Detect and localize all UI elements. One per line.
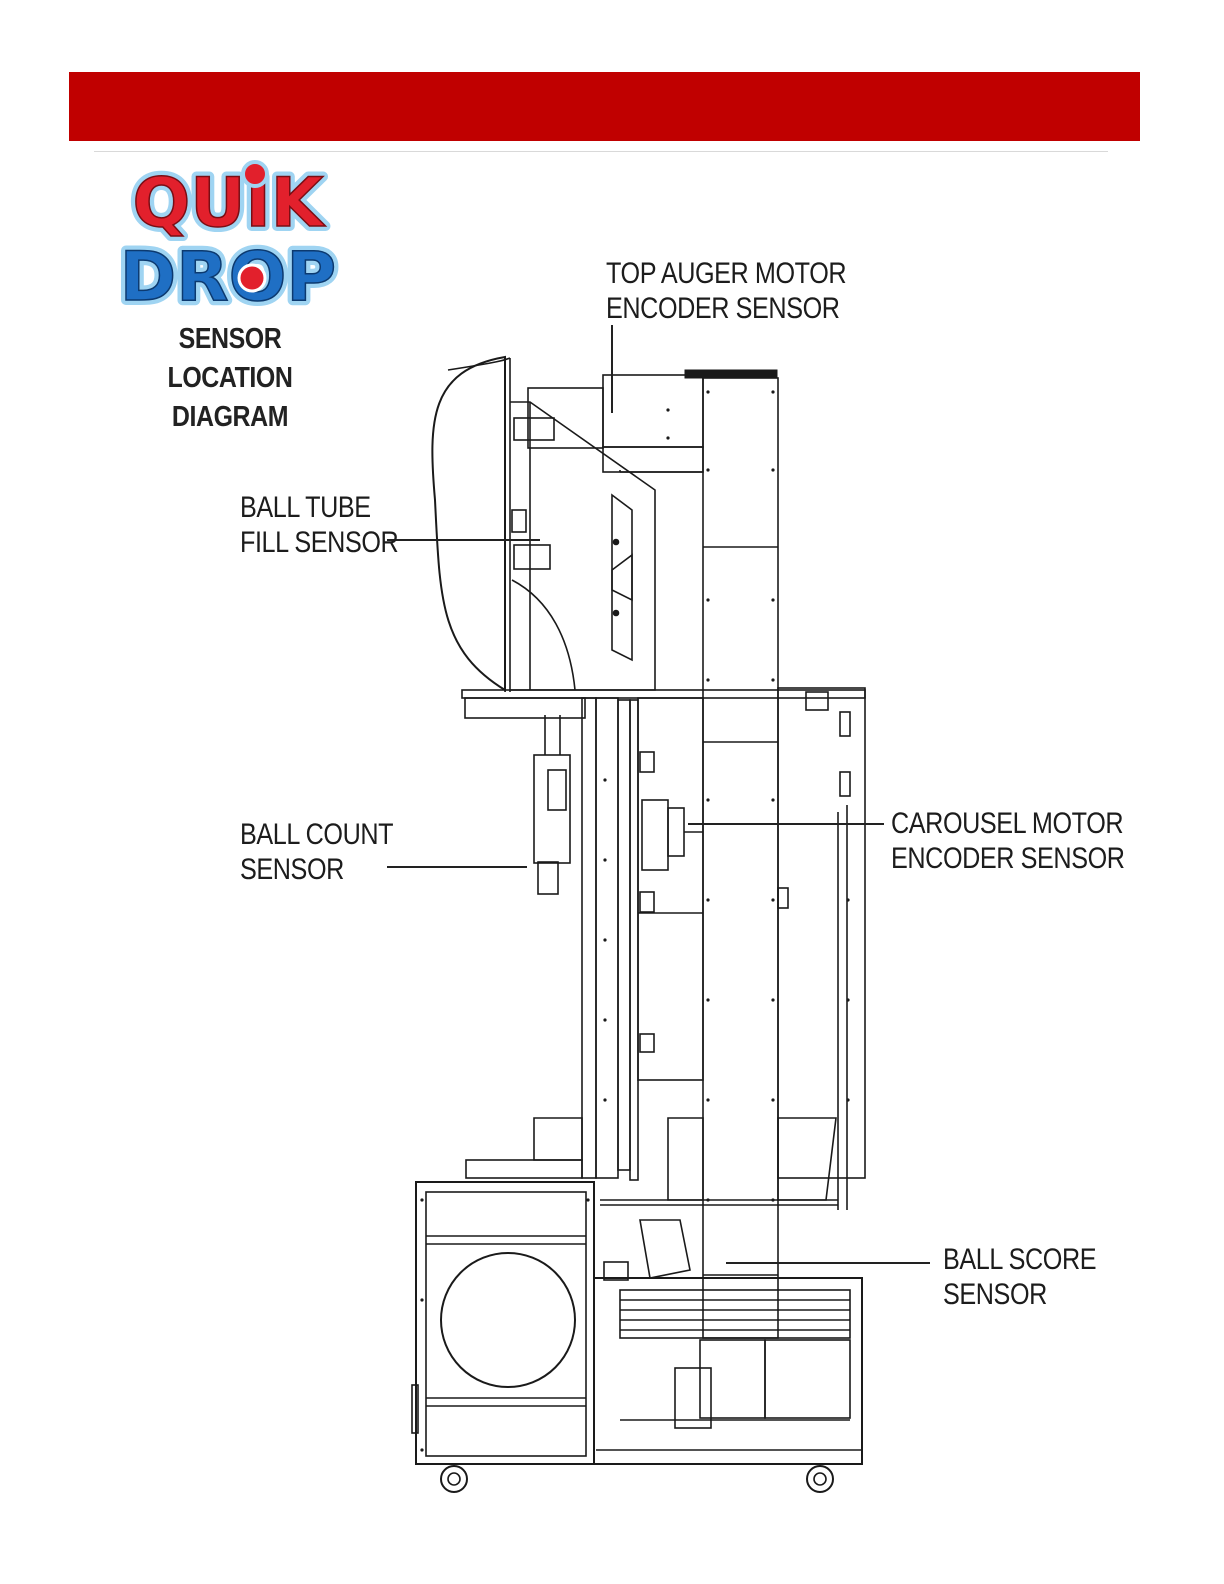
label-line: CAROUSEL MOTOR — [891, 806, 1125, 841]
leader-ball-score — [726, 1262, 930, 1264]
label-line: ENCODER SENSOR — [606, 291, 846, 326]
label-line: SENSOR — [240, 852, 393, 887]
label-line: ENCODER SENSOR — [891, 841, 1125, 876]
dome — [432, 357, 505, 690]
label-top-auger-motor-encoder-sensor: TOP AUGER MOTOR ENCODER SENSOR — [606, 256, 846, 326]
label-line: BALL COUNT — [240, 817, 393, 852]
leader-top-auger — [611, 325, 613, 413]
label-carousel-motor-encoder-sensor: CAROUSEL MOTOR ENCODER SENSOR — [891, 806, 1125, 876]
leader-carousel — [688, 823, 884, 825]
label-ball-tube-fill-sensor: BALL TUBE FILL SENSOR — [240, 490, 398, 560]
leader-ball-tube — [387, 539, 540, 541]
label-line: FILL SENSOR — [240, 525, 398, 560]
leader-ball-count — [387, 866, 527, 868]
label-ball-count-sensor: BALL COUNT SENSOR — [240, 817, 393, 887]
label-line: BALL SCORE — [943, 1242, 1096, 1277]
label-ball-score-sensor: BALL SCORE SENSOR — [943, 1242, 1096, 1312]
label-line: SENSOR — [943, 1277, 1096, 1312]
label-line: TOP AUGER MOTOR — [606, 256, 846, 291]
label-line: BALL TUBE — [240, 490, 398, 525]
